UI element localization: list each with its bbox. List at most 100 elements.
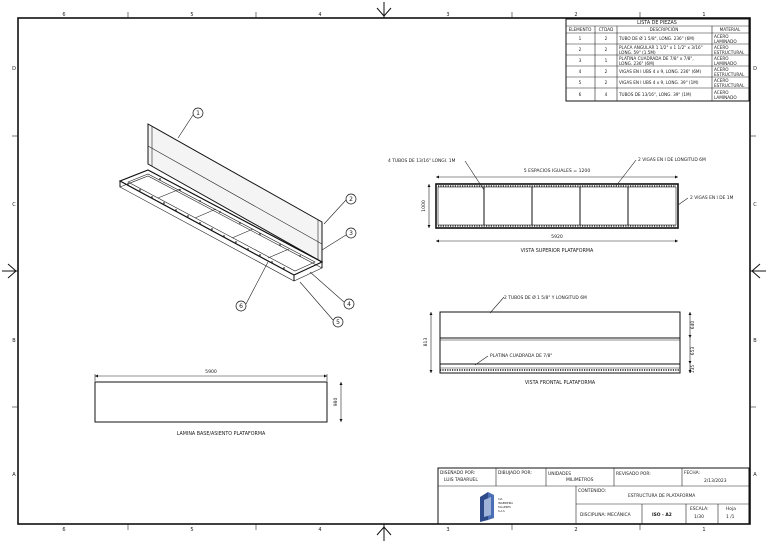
row-mat: ESTRUCTURAL — [714, 72, 745, 77]
col-label: 1 — [702, 527, 705, 533]
col-label: 6 — [62, 527, 65, 533]
company-logo: CIA INGENIERÍA TALLERES S.A.S — [480, 492, 513, 522]
square-bar-note: PLATINA CUADRADA DE 7/8" — [490, 353, 552, 359]
spaces-note: 5 ESPACIOS IGUALES = 1200 — [524, 168, 591, 174]
row-mat: ACERO — [714, 67, 729, 72]
reviewed-label: REVISADO POR: — [616, 471, 651, 477]
header-qty: CTDAD — [599, 27, 614, 32]
row-mat: LAMINADO — [714, 39, 737, 44]
parts-list-title: LISTA DE PIEZAS — [637, 20, 677, 26]
isometric-view: 1 2 3 4 5 — [118, 107, 357, 328]
svg-text:6: 6 — [239, 303, 243, 310]
date-value: 2/13/2023 — [704, 478, 727, 484]
parts-list-table: LISTA DE PIEZAS ELEMENTO CTDAD DESCRIPCI… — [565, 18, 750, 102]
front-dim-a: 640 — [690, 321, 696, 330]
designed-value: LUIS TABARUEL — [444, 477, 478, 483]
row-desc: TUBO DE Ø 1 5/8", LONG. 236" (6M) — [618, 36, 695, 41]
row-qty: 4 — [605, 92, 608, 97]
designed-label: DISEÑADO POR: — [440, 469, 475, 476]
standard: ISO - A2 — [652, 512, 672, 518]
units-value: MILIMETROS — [566, 477, 594, 483]
center-mark-top — [376, 2, 392, 18]
row-desc: LONG. 59" (1.5M) — [619, 50, 656, 55]
row-label: D — [12, 66, 16, 72]
units-label: UNIDADES — [548, 471, 571, 477]
row-label: A — [753, 472, 757, 478]
width-dimension: 5920 — [551, 234, 563, 240]
row-desc: PLACA ANGULAR 1 1/2" x 1 1/2" x 3/16" — [619, 45, 703, 50]
balloon-5: 5 — [299, 281, 344, 328]
row-mat: ESTRUCTURAL — [714, 83, 745, 88]
row-desc: VIGAS EN I UBS 4 x 9, LONG. 39" (1M) — [619, 80, 699, 85]
svg-text:TALLERES: TALLERES — [498, 505, 511, 509]
row-desc: TUBOS DE 13/16", LONG. 39" (1M) — [618, 92, 692, 97]
row-label: C — [12, 202, 16, 208]
row-qty: 2 — [605, 69, 608, 74]
svg-text:INGENIERÍA: INGENIERÍA — [498, 500, 513, 505]
col-label: 5 — [190, 12, 193, 18]
row-label: B — [12, 338, 16, 344]
tubes-note: 4 TUBOS DE 13/16" LONGI. 1M — [388, 158, 456, 164]
plate-view: 5900 980 LAMINA BASE/ASIENTO PLATAFORMA — [94, 369, 343, 437]
front-tubes-note: 2 TUBOS DE Ø 1 5/8" Y LONGITUD 6M — [504, 294, 587, 301]
balloon-2: 2 — [323, 193, 357, 225]
header-desc: DESCRIPCIÓN — [650, 27, 679, 32]
row-qty: 2 — [605, 36, 608, 41]
svg-text:5: 5 — [336, 319, 340, 326]
row-mat: ACERO — [714, 90, 729, 95]
header-item: ELEMENTO — [569, 27, 593, 32]
col-label: 2 — [574, 12, 577, 18]
row-mat: LAMINADO — [714, 61, 737, 66]
svg-text:2: 2 — [349, 196, 353, 203]
row-qty: 2 — [605, 80, 608, 85]
content-value: ESTRUCTURA DE PLATAFORMA — [628, 493, 695, 499]
svg-text:CIA: CIA — [498, 497, 503, 501]
row-label: A — [12, 472, 16, 478]
row-item: 1 — [579, 36, 582, 41]
scale-label: ESCALA: — [690, 506, 709, 512]
row-item: 5 — [579, 80, 582, 85]
row-label: D — [753, 66, 757, 72]
header-material: MATERIAL — [720, 27, 741, 32]
front-view-caption: VISTA FRONTAL PLATAFORMA — [525, 380, 596, 386]
drawn-label: DIBUJADO POR: — [498, 470, 532, 476]
row-mat: ESTRUCTURAL — [714, 50, 745, 55]
balloon-6: 6 — [235, 261, 269, 312]
center-mark-bottom — [376, 524, 392, 541]
front-dim-c: 135 — [690, 365, 696, 374]
date-label: FECHA: — [684, 470, 700, 476]
balloon-3: 3 — [321, 227, 357, 251]
row-item: 2 — [579, 47, 582, 52]
row-mat: LAMINADO — [714, 95, 737, 100]
row-desc: LONG. 236" (6M) — [619, 61, 655, 66]
row-qty: 2 — [605, 47, 608, 52]
row-mat: ACERO — [714, 56, 729, 61]
short-beams-note: 2 VIGAS EN I DE 1M — [690, 195, 734, 201]
center-mark-right — [750, 263, 766, 279]
col-label: 2 — [574, 527, 577, 533]
col-label: 3 — [446, 12, 449, 18]
plate-height-dimension: 980 — [333, 398, 339, 407]
bolt-holes — [127, 178, 301, 269]
svg-text:3: 3 — [349, 230, 353, 237]
discipline: DISCIPLINA: MECÁNICA — [580, 511, 631, 518]
row-label: C — [753, 202, 757, 208]
col-label: 3 — [446, 527, 449, 533]
row-item: 3 — [579, 58, 582, 63]
row-mat: ACERO — [714, 78, 729, 83]
balloon-1: 1 — [177, 107, 204, 139]
title-block: DISEÑADO POR: LUIS TABARUEL DIBUJADO POR… — [437, 467, 750, 525]
top-view: 5 ESPACIOS IGUALES = 1200 4 TUBOS DE 13/… — [388, 157, 734, 254]
front-view: 2 TUBOS DE Ø 1 5/8" Y LONGITUD 6M PLATIN… — [423, 294, 696, 386]
svg-text:S.A.S: S.A.S — [498, 509, 505, 513]
row-desc: VIGAS EN I UBS 4 x 9, LONG. 236" (6M) — [619, 69, 702, 74]
plate-view-caption: LAMINA BASE/ASIENTO PLATAFORMA — [177, 431, 266, 437]
center-mark-left — [2, 263, 18, 279]
svg-text:4: 4 — [347, 301, 351, 308]
height-dimension: 1000 — [421, 200, 427, 212]
row-mat: ACERO — [714, 34, 729, 39]
content-label: CONTENIDO: — [578, 488, 606, 494]
long-beams-note: 2 VIGAS EN I DE LONGITUD 6M — [638, 157, 706, 163]
